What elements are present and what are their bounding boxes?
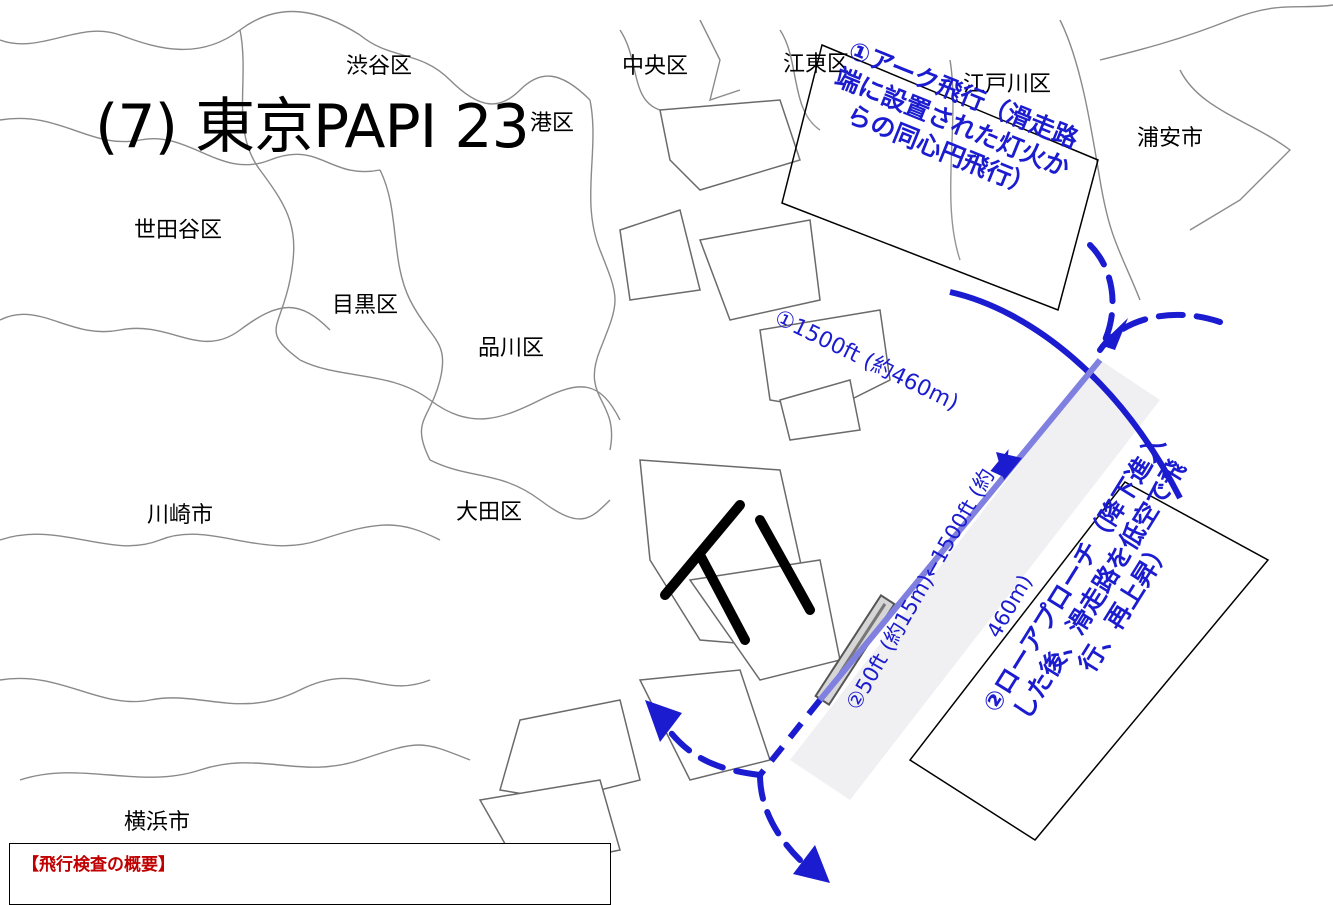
approach-callout-frame — [908, 481, 1270, 841]
ward-boundaries — [0, 4, 1333, 781]
summary-panel: 【飛行検査の概要】 — [9, 843, 611, 905]
ward-label-shinagawa: 品川区 — [478, 336, 545, 361]
approach-path — [817, 358, 1103, 702]
approach-corridor — [790, 360, 1160, 800]
arc-flight-path — [949, 289, 1183, 500]
arc-callout-frame — [781, 43, 1099, 312]
ward-label-yokohama: 横浜市 — [124, 810, 191, 835]
summary-title: 【飛行検査の概要】 — [22, 855, 175, 875]
arrow-southeast-icon — [793, 845, 830, 883]
ward-label-kawasaki: 川崎市 — [147, 503, 214, 528]
ward-label-edogawa: 江戸川区 — [963, 72, 1052, 97]
runways — [660, 500, 815, 645]
ward-label-chuo: 中央区 — [622, 54, 689, 79]
ward-label-minato: 港区 — [530, 111, 575, 136]
arrow-northwest-icon — [645, 700, 682, 742]
ward-label-setagaya: 世田谷区 — [134, 218, 223, 243]
ward-label-meguro: 目黒区 — [332, 293, 399, 318]
arrow-down-icon — [1100, 318, 1128, 350]
ward-label-shibuya: 渋谷区 — [346, 54, 413, 79]
ward-label-koto: 江東区 — [783, 52, 850, 77]
ward-label-urayasu: 浦安市 — [1137, 126, 1204, 151]
page-title: (7) 東京PAPI 23 — [95, 92, 530, 162]
ward-label-ota: 大田区 — [456, 500, 523, 525]
